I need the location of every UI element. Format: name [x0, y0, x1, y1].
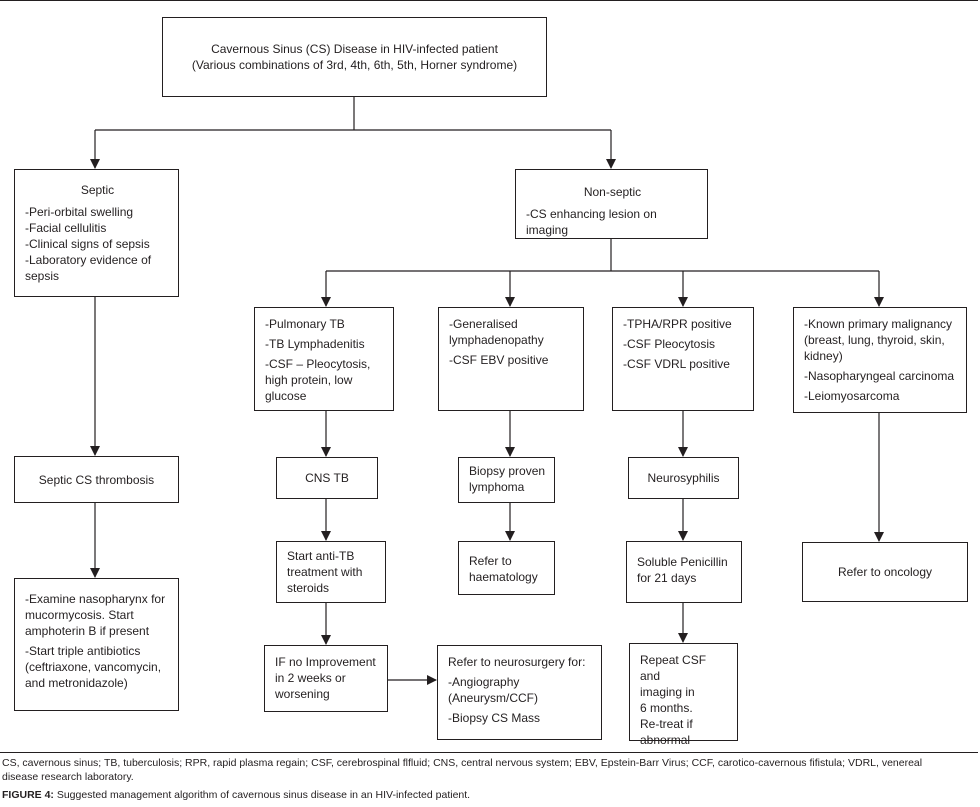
neurosyphilis-label: Neurosyphilis	[647, 471, 720, 485]
cs-disease-box: Cavernous Sinus (CS) Disease in HIV-infe…	[162, 17, 547, 97]
penicillin-box: Soluble Penicillin for 21 days	[626, 541, 742, 603]
figure-caption-label: FIGURE 4:	[2, 789, 54, 801]
septic-box: Septic -Peri-orbital swelling -Facial ce…	[14, 169, 179, 297]
septic-criterion: -Clinical signs of sepsis	[25, 237, 150, 251]
syphilis-criteria-box: -TPHA/RPR positive -CSF Pleocytosis -CSF…	[612, 307, 754, 411]
lymphoma-diagnosis-label: Biopsy proven lymphoma	[469, 464, 546, 494]
syphilis-criterion: -TPHA/RPR positive	[623, 317, 732, 331]
septic-title: Septic	[80, 183, 115, 197]
non-septic-title: Non-septic	[583, 185, 642, 199]
non-septic-box: Non-septic -CS enhancing lesion on imagi…	[515, 169, 708, 239]
septic-thrombosis-box: Septic CS thrombosis	[14, 456, 179, 503]
neurosurgery-item: -Angiography (Aneurysm/CCF)	[448, 675, 539, 705]
neurosyphilis-box: Neurosyphilis	[628, 457, 739, 499]
haematology-referral-box: Refer to haematology	[458, 541, 555, 595]
tb-no-improvement-box: IF no Improvement in 2 weeks or worsenin…	[264, 645, 388, 712]
connector-lines	[90, 97, 884, 685]
malignancy-criterion: -Known primary malignancy (breast, lung,…	[804, 317, 953, 363]
cs-disease-title: Cavernous Sinus (CS) Disease in HIV-infe…	[211, 42, 498, 56]
tb-criterion: -Pulmonary TB	[265, 317, 345, 331]
figure-frame	[0, 0, 978, 753]
repeat-csf-box: Repeat CSF and imaging in 6 months. Re-t…	[629, 643, 738, 747]
cns-tb-box: CNS TB	[276, 457, 378, 499]
malignancy-criterion: -Nasopharyngeal carcinoma	[804, 369, 955, 383]
septic-management-item: -Examine nasopharynx for mucormycosis. S…	[25, 592, 166, 638]
anti-tb-treatment-box: Start anti-TB treatment with steroids	[276, 541, 386, 603]
oncology-referral-box: Refer to oncology	[802, 542, 968, 602]
malignancy-criterion: -Leiomyosarcoma	[804, 389, 900, 403]
septic-criterion: -Facial cellulitis	[25, 221, 107, 235]
neurosurgery-title: Refer to neurosurgery for:	[448, 655, 586, 669]
neurosurgery-item: -Biopsy CS Mass	[448, 711, 541, 725]
penicillin-label: Soluble Penicillin for 21 days	[637, 555, 728, 585]
figure-caption: FIGURE 4: Suggested management algorithm…	[2, 789, 470, 801]
syphilis-criterion: -CSF VDRL positive	[623, 357, 730, 371]
septic-management-box: -Examine nasopharynx for mucormycosis. S…	[14, 578, 179, 711]
tb-criterion: -CSF – Pleocytosis, high protein, low gl…	[265, 357, 371, 403]
septic-management-item: -Start triple antibiotics (ceftriaxone, …	[25, 644, 162, 690]
septic-criterion: -Peri-orbital swelling	[25, 205, 134, 219]
repeat-csf-label: Repeat CSF and imaging in 6 months. Re-t…	[640, 653, 707, 747]
tb-no-improvement-label: IF no Improvement in 2 weeks or worsenin…	[275, 655, 376, 701]
septic-criterion: -Laboratory evidence of sepsis	[25, 253, 152, 283]
abbreviations-footnote: CS, cavernous sinus; TB, tuberculosis; R…	[2, 757, 923, 783]
figure-caption-text: Suggested management algorithm of cavern…	[53, 789, 471, 801]
septic-thrombosis-label: Septic CS thrombosis	[38, 472, 155, 487]
oncology-referral-label: Refer to oncology	[837, 565, 933, 579]
non-septic-criterion: -CS enhancing lesion on imaging	[526, 207, 657, 237]
lymphoma-diagnosis-box: Biopsy proven lymphoma	[458, 457, 555, 503]
lymphoma-criterion: -Generalised lymphadenopathy	[449, 317, 544, 347]
malignancy-criteria-box: -Known primary malignancy (breast, lung,…	[793, 307, 967, 413]
neurosurgery-box: Refer to neurosurgery for: -Angiography …	[437, 645, 602, 740]
haematology-referral-label: Refer to haematology	[469, 554, 538, 584]
tb-criterion: -TB Lymphadenitis	[265, 337, 365, 351]
lymphoma-criteria-box: -Generalised lymphadenopathy -CSF EBV po…	[438, 307, 584, 411]
syphilis-criterion: -CSF Pleocytosis	[623, 337, 716, 351]
anti-tb-treatment-label: Start anti-TB treatment with steroids	[287, 549, 363, 595]
tb-criteria-box: -Pulmonary TB -TB Lymphadenitis -CSF – P…	[254, 307, 394, 411]
lymphoma-criterion: -CSF EBV positive	[449, 353, 549, 367]
cns-tb-label: CNS TB	[305, 471, 349, 485]
cs-disease-subtitle: (Various combinations of 3rd, 4th, 6th, …	[191, 58, 518, 72]
